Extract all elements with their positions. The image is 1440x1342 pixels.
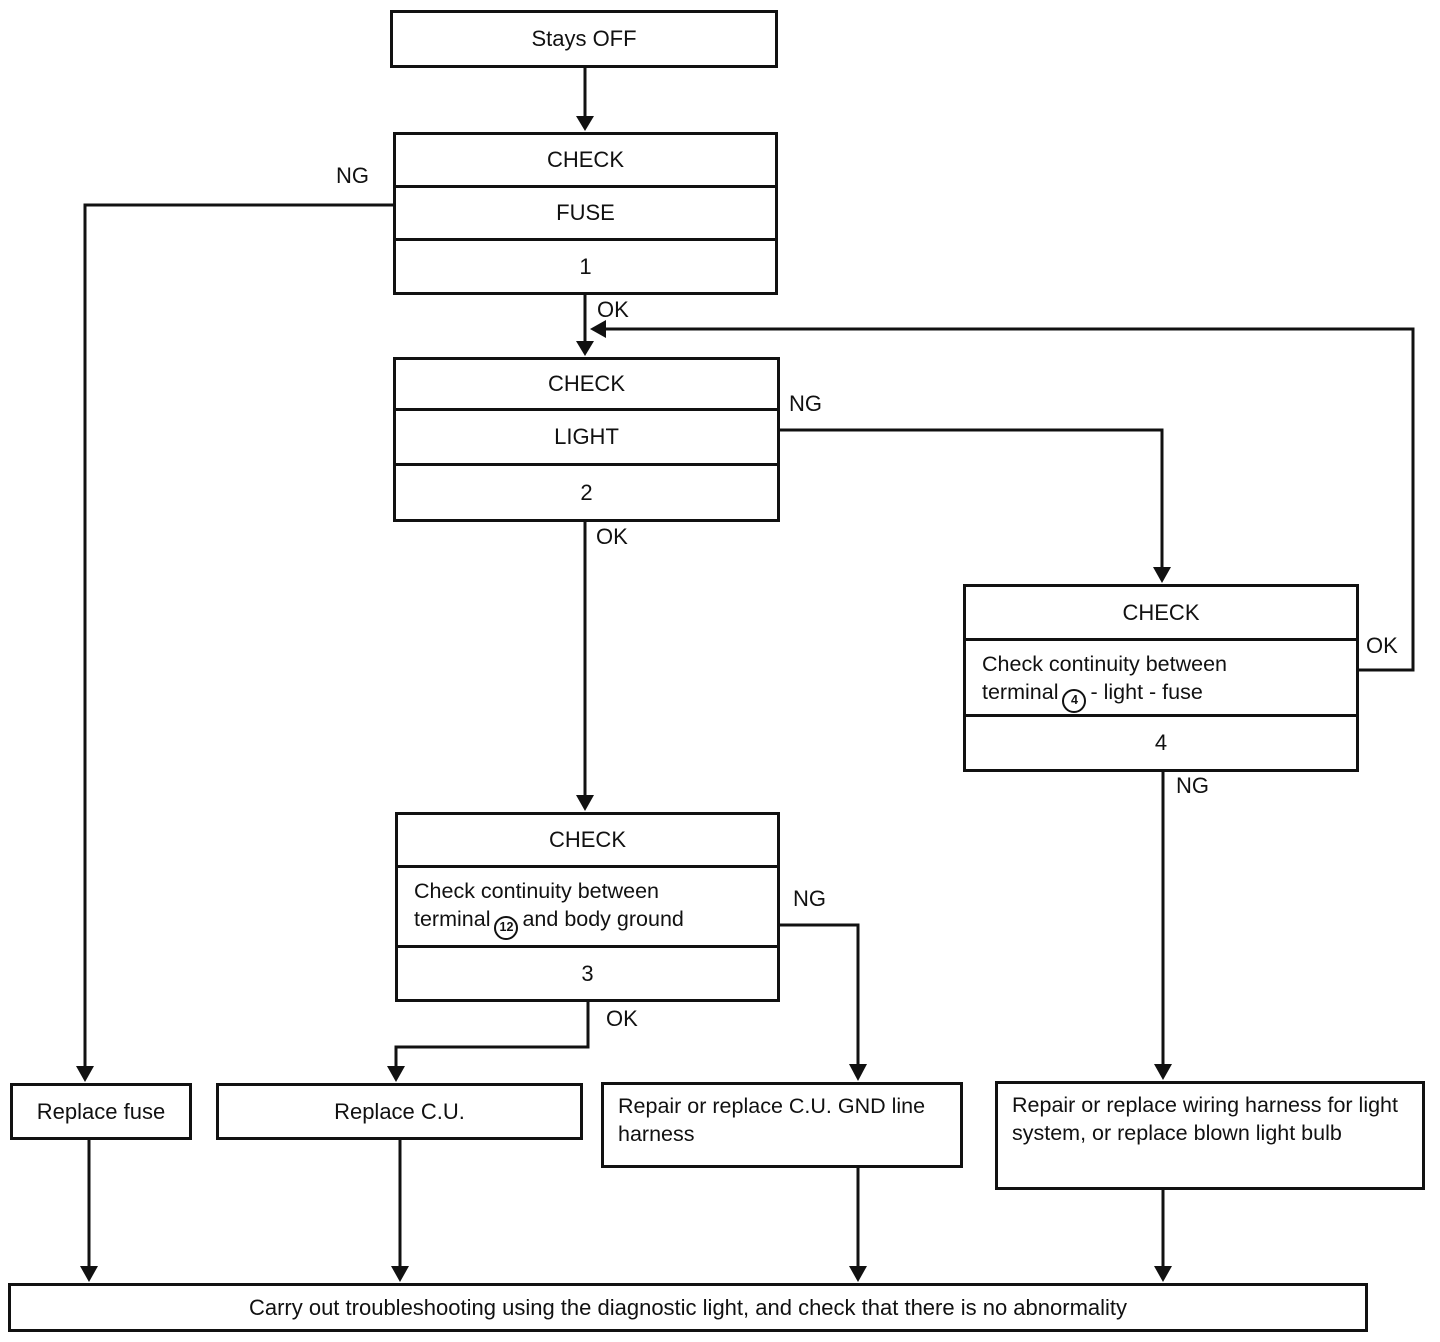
start-box: Stays OFF: [390, 10, 778, 68]
edge-check2-ok: [576, 522, 594, 811]
check3-body-line1: Check continuity between: [414, 879, 660, 903]
edge-check1-ok: [576, 295, 594, 356]
final-box: Carry out troubleshooting using the diag…: [8, 1283, 1368, 1332]
edge-label-check4-ng: NG: [1176, 773, 1209, 798]
edge-check3-ng: [780, 923, 867, 1081]
check3-number: 3: [398, 945, 777, 999]
check-light-body: LIGHT: [396, 408, 777, 463]
final-label: Carry out troubleshooting using the diag…: [248, 1294, 1128, 1320]
replace-fuse-label: Replace fuse: [36, 1098, 166, 1124]
edge-fuse-to-final: [80, 1140, 98, 1282]
check4-body-line1: Check continuity between: [982, 652, 1228, 676]
check4-number: 4: [966, 714, 1356, 769]
check4-title: CHECK: [1122, 599, 1200, 625]
edge-check3-ok: [387, 1002, 590, 1082]
check-fuse-box: CHECK FUSE 1: [393, 132, 778, 295]
start-label: Stays OFF: [531, 26, 637, 51]
check3-title: CHECK: [548, 827, 626, 852]
replace-cu-box: Replace C.U.: [216, 1083, 583, 1140]
check-light-box: CHECK LIGHT 2: [393, 357, 780, 522]
edge-label-check1-ok: OK: [597, 297, 629, 322]
edge-check4-ok-loopback: [590, 320, 1415, 672]
check3-body-line2-prefix: terminal: [414, 907, 491, 932]
check-light-title: CHECK: [547, 371, 625, 396]
edge-label-check3-ok: OK: [606, 1006, 638, 1031]
edge-label-check2-ok: OK: [596, 524, 628, 549]
check-fuse-number: 1: [396, 238, 775, 292]
check4-body-line2-suffix: - light - fuse: [1090, 680, 1203, 705]
check-fuse-title: CHECK: [546, 147, 624, 172]
terminal-4-circled-icon: 4: [1062, 688, 1087, 713]
check4-body-line2-prefix: terminal: [982, 680, 1059, 705]
terminal-12-circled-icon: 12: [494, 915, 519, 940]
edge-start-to-check1: [576, 68, 594, 131]
edge-label-check3-ng: NG: [793, 886, 826, 911]
edge-label-check4-ok: OK: [1366, 633, 1398, 658]
edge-gnd-to-final: [849, 1168, 867, 1282]
check-fuse-body: FUSE: [396, 185, 775, 238]
repair-cu-gnd-box: Repair or replace C.U. GND line harness: [601, 1082, 963, 1168]
check3-body-line2-suffix: and body ground: [522, 907, 684, 932]
edge-check1-ng: [76, 203, 393, 1082]
check-light-number: 2: [396, 463, 777, 519]
edge-wiring-to-final: [1154, 1190, 1172, 1282]
replace-fuse-box: Replace fuse: [10, 1083, 192, 1140]
edge-label-check2-ng: NG: [789, 391, 822, 416]
repair-wiring-harness-box: Repair or replace wiring harness for lig…: [995, 1081, 1425, 1190]
edge-label-check1-ng: NG: [336, 163, 369, 188]
edge-check4-ng: [1154, 772, 1172, 1080]
edge-check2-ng: [780, 428, 1171, 583]
replace-cu-label: Replace C.U.: [334, 1098, 465, 1124]
edge-cu-to-final: [391, 1140, 409, 1282]
